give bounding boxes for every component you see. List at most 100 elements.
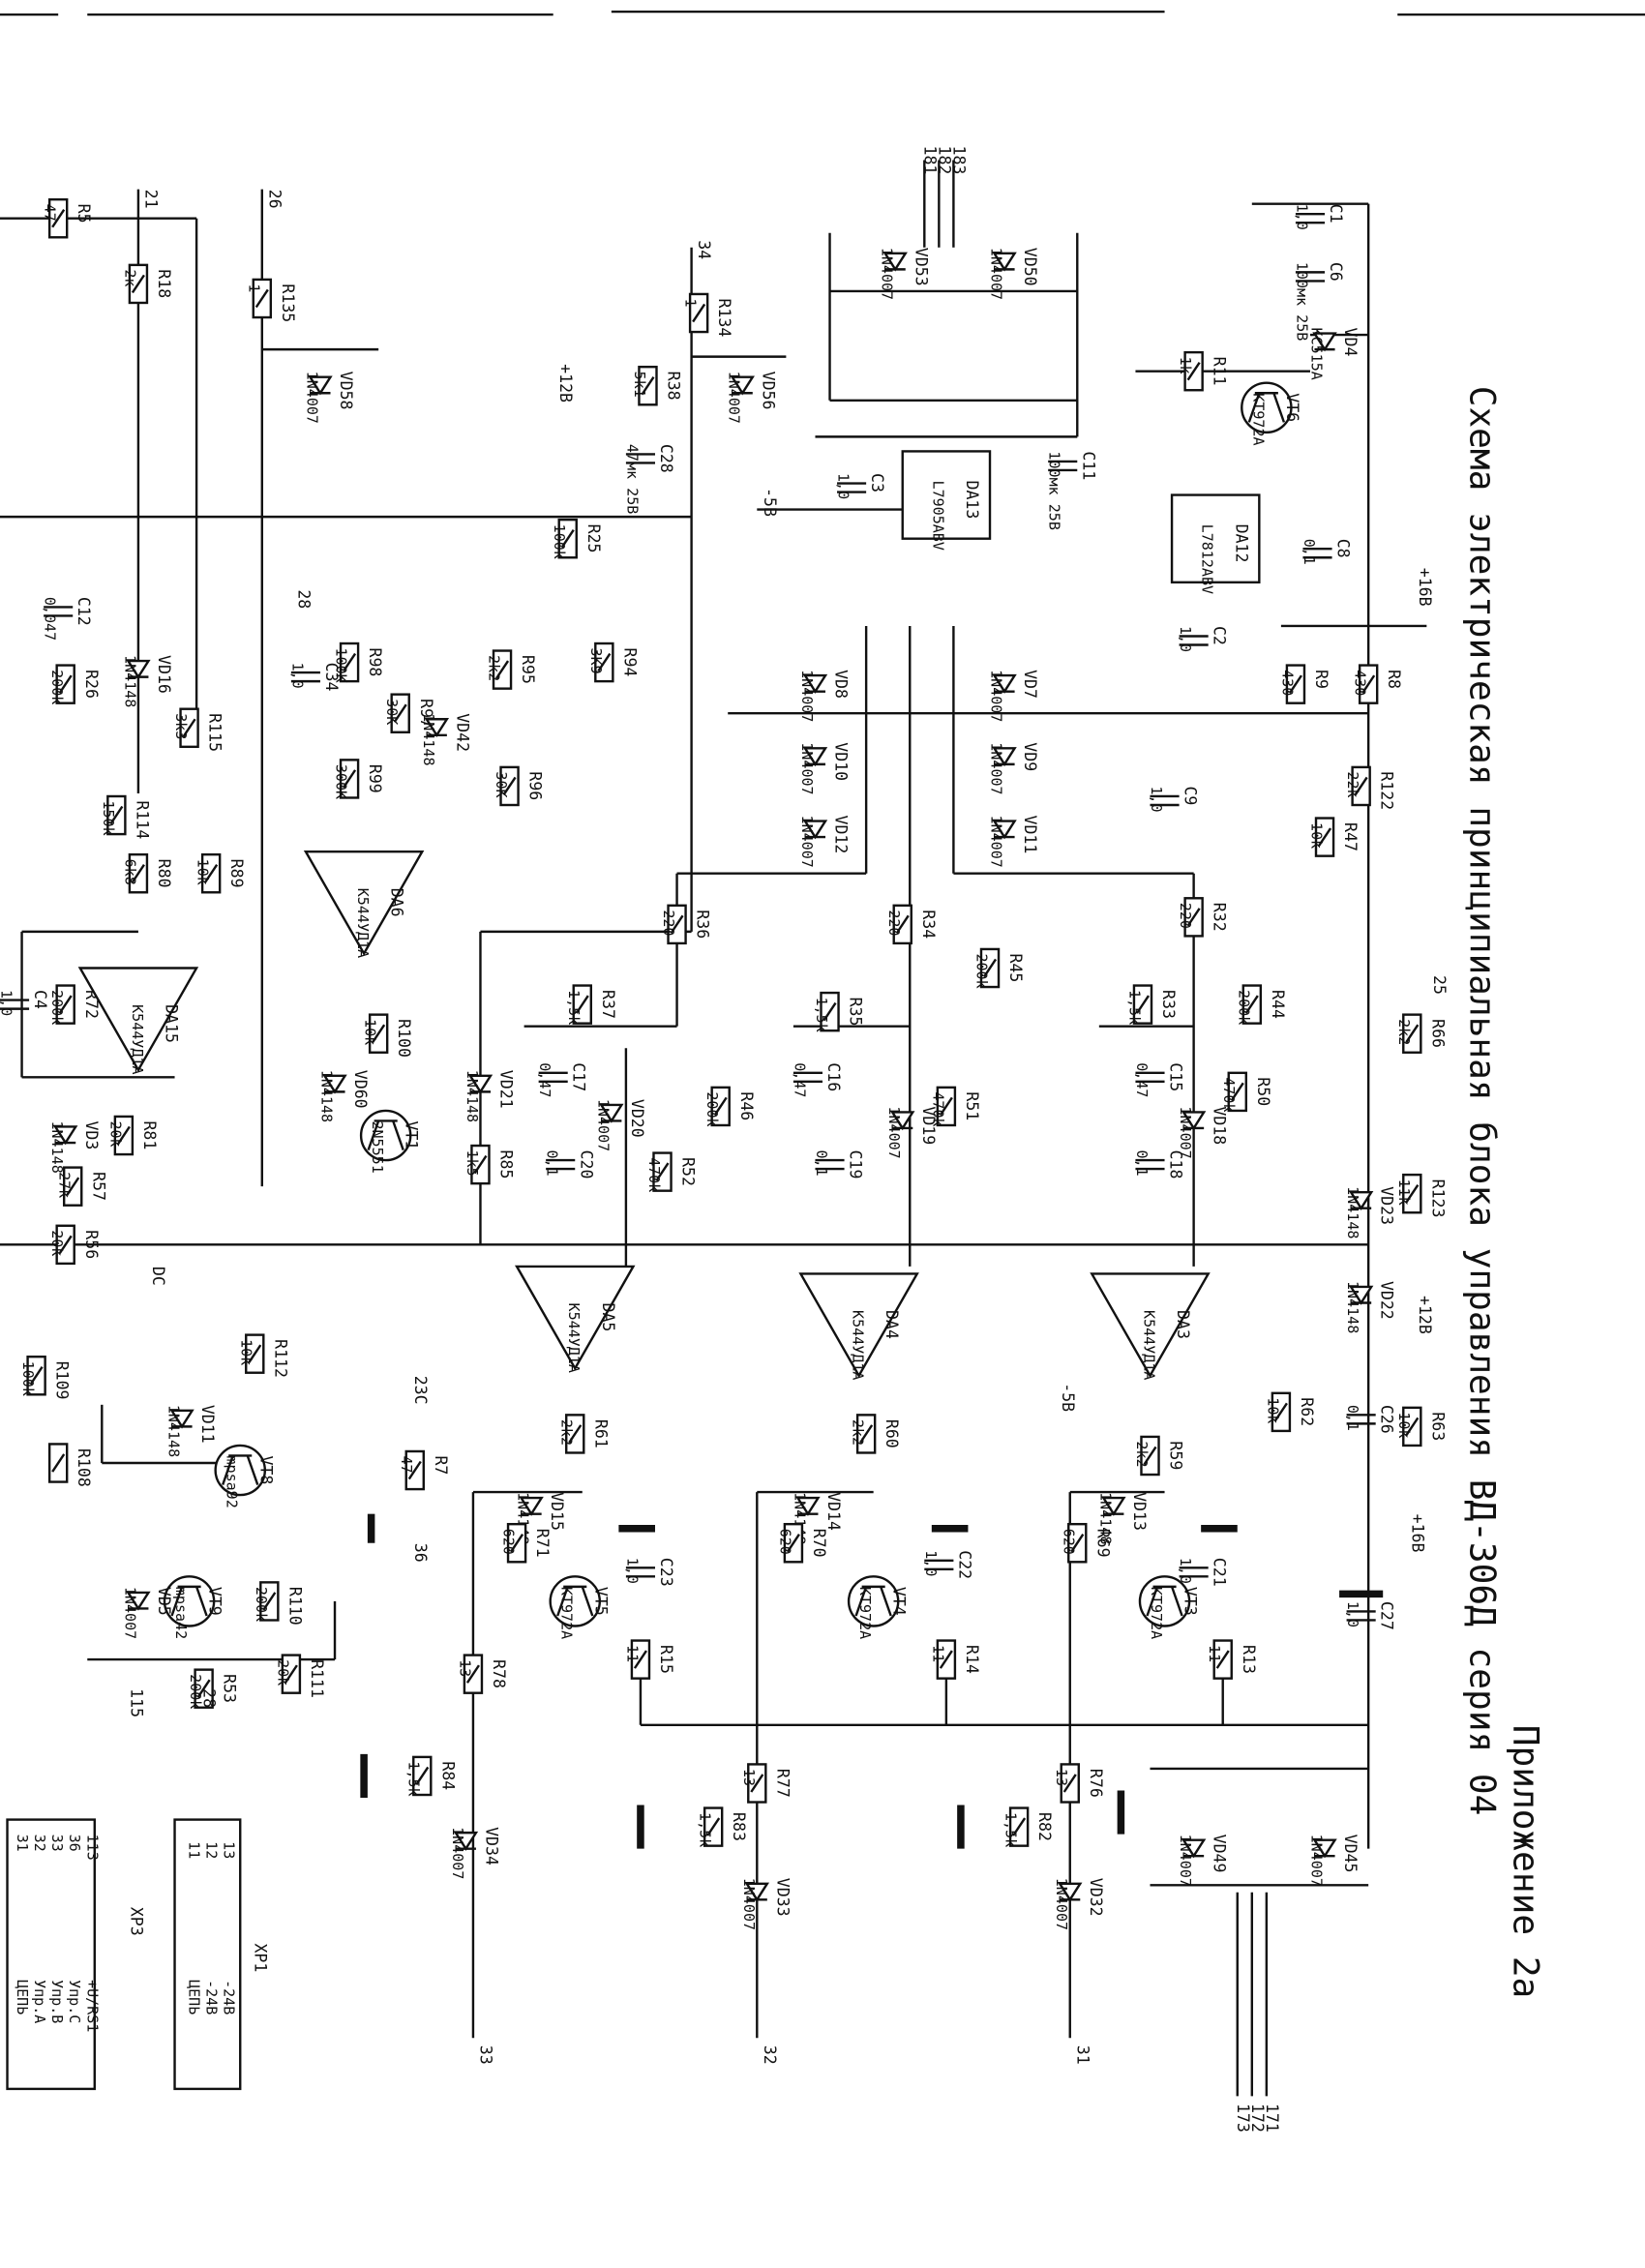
- component-value: 11k: [1395, 1179, 1413, 1206]
- component-ref: R69: [1093, 1529, 1112, 1558]
- component-value: 6k8: [121, 859, 138, 885]
- component-value: 100K: [333, 648, 350, 683]
- net-label: +12В: [1416, 1296, 1434, 1334]
- component-value: 100k: [19, 1361, 37, 1396]
- component-ref: R84: [438, 1761, 457, 1790]
- component-ref: R70: [810, 1529, 828, 1558]
- component-ref: C20: [577, 1150, 595, 1179]
- diode-symbol: [992, 673, 1017, 694]
- diode-symbol: [882, 252, 908, 272]
- component-value: 11: [623, 1645, 641, 1662]
- component-ref: VD5: [155, 1587, 173, 1616]
- component-value: 10k: [1395, 1412, 1413, 1438]
- component-ref: R111: [308, 1659, 326, 1698]
- diode-symbol: [992, 747, 1017, 767]
- component-value: 1: [682, 298, 700, 307]
- component-value: 1,0: [288, 663, 306, 689]
- component-ref: R95: [519, 655, 537, 684]
- component-value: 1,5k: [697, 1812, 714, 1847]
- net-label: 183: [949, 145, 968, 174]
- component-r108: R108: [47, 1443, 93, 1487]
- component-ref: C28: [657, 444, 675, 473]
- xp1-signal: -24В: [221, 1980, 238, 2014]
- component-value: 10k: [1307, 822, 1325, 849]
- component-ref: C12: [75, 597, 93, 626]
- xp3-signal: ЦЕПЬ: [14, 1980, 31, 2014]
- component-ref: C4: [31, 990, 49, 1009]
- component-r38: R38 5k1: [631, 365, 683, 406]
- component-ref: R83: [730, 1812, 748, 1841]
- diode-symbol: [1058, 1882, 1083, 1902]
- component-ref: DA15: [163, 1004, 181, 1043]
- xp3-pin: 32: [31, 1835, 48, 1852]
- component-ref: R81: [140, 1120, 159, 1149]
- net-label: 172: [1248, 2104, 1267, 2133]
- component-value: KT972A: [856, 1587, 874, 1639]
- component-ref: R13: [1240, 1645, 1258, 1674]
- component-value: 1,0: [835, 473, 852, 499]
- component-value: 0,47: [536, 1062, 553, 1097]
- component-value: 0,47: [791, 1062, 808, 1097]
- component-value: 1N4148: [1096, 1492, 1114, 1544]
- net-label: DC: [149, 1267, 167, 1286]
- component-ref: C8: [1334, 539, 1353, 558]
- diode-symbol: [1101, 1496, 1126, 1516]
- component-value: 30K: [493, 771, 510, 797]
- component-ref: R38: [665, 372, 683, 401]
- components: R547R182кR1351VD581N4007R1341VD561N4007R…: [0, 197, 1447, 1930]
- component-value: 1N4148: [420, 713, 437, 765]
- diode-symbol: [1312, 332, 1337, 352]
- opamp-symbol: [1090, 1272, 1211, 1379]
- component-value: 10k: [1264, 1397, 1281, 1423]
- component-ref: VD23: [1378, 1186, 1396, 1225]
- component-value: 0,1: [1301, 539, 1318, 565]
- component-value: 5k1: [631, 372, 648, 398]
- component-value: 11: [929, 1645, 946, 1662]
- component-value: 1N4007: [1307, 1835, 1325, 1887]
- component-ref: C11: [1079, 451, 1097, 480]
- component-ref: R44: [1269, 990, 1287, 1019]
- component-r83: R83 1,5k: [697, 1806, 748, 1847]
- component-ref: C19: [847, 1150, 865, 1179]
- component-value: 300K: [333, 764, 350, 799]
- component-ref: VD14: [824, 1492, 843, 1531]
- component-c3: C31,0: [835, 473, 887, 499]
- component-ref: R11: [1211, 357, 1229, 386]
- diode-symbol: [322, 1074, 347, 1094]
- component-value: 20k: [274, 1659, 291, 1686]
- component-value: 2N5551: [369, 1120, 386, 1173]
- component-value: 1k5: [464, 1150, 481, 1177]
- component-ref: VD60: [351, 1070, 370, 1109]
- component-ref: R110: [285, 1587, 304, 1626]
- component-ref: R122: [1378, 771, 1396, 810]
- component-ref: R26: [82, 670, 101, 699]
